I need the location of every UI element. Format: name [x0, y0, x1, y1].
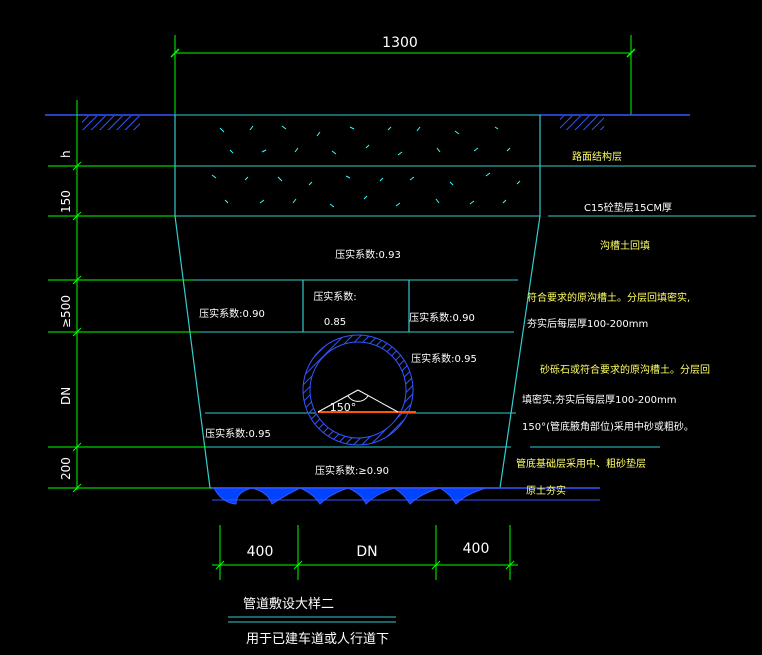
dim-200-label: 200: [59, 457, 73, 480]
dim-1300-label: 1300: [382, 35, 418, 51]
dim-400-right-label: 400: [463, 541, 490, 557]
note-angle: 150°(管底腋角部位)采用中砂或粗砂。: [522, 420, 694, 433]
zone-compaction-090-left: 压实系数:0.90: [199, 307, 265, 320]
drawing-subtitle: 用于已建车道或人行道下: [246, 631, 389, 647]
dim-400-left-label: 400: [247, 544, 274, 560]
ground-surface: [45, 114, 690, 130]
zone-compaction-090-right: 压实系数:0.90: [409, 311, 475, 324]
dim-150-label: 150: [59, 190, 73, 213]
top-dimension: 1300: [170, 35, 636, 115]
note-road-layer: 路面结构层: [572, 150, 622, 163]
road-aggregate: [211, 125, 521, 208]
angle-150-label: 150°: [330, 401, 357, 414]
zone-compaction-bottom: 压实系数:≥0.90: [315, 464, 389, 477]
left-dimension: [48, 100, 212, 493]
dim-500-label: ≥500: [59, 295, 73, 328]
drawing-title: 管道敷设大样二: [243, 597, 334, 612]
bottom-dimension: [212, 525, 518, 580]
dim-dn-left-label: DN: [59, 387, 73, 405]
zone-compaction-095-left: 压实系数:0.95: [205, 427, 271, 440]
note-sand-2: 填密实,夯实后每层厚100-200mm: [522, 393, 676, 406]
zone-compaction-093: 压实系数:0.93: [335, 248, 401, 261]
base-arches: [212, 487, 600, 505]
title-block: 管道敷设大样二 用于已建车道或人行道下: [228, 597, 396, 647]
note-good-soil-1: 符合要求的原沟槽土。分层回填密实,: [527, 291, 690, 304]
dim-h-label: h: [59, 150, 73, 158]
dim-dn-bottom-label: DN: [356, 544, 377, 560]
note-native: 原土夯实: [526, 484, 566, 497]
note-base-layer: 管底基础层采用中、粗砂垫层: [516, 457, 646, 470]
note-sand-1: 砂砾石或符合要求的原沟槽土。分层回: [540, 363, 710, 376]
zone-compaction-095-right: 压实系数:0.95: [411, 352, 477, 365]
pipe: 150°: [302, 334, 416, 446]
note-good-soil-2: 夯实后每层厚100-200mm: [527, 317, 648, 330]
note-c15: C15砼垫层15CM厚: [584, 201, 672, 214]
zone-compaction-mid-b: 0.85: [324, 317, 346, 328]
note-backfill: 沟槽土回填: [600, 239, 650, 252]
zone-compaction-mid-a: 压实系数:: [313, 290, 356, 303]
